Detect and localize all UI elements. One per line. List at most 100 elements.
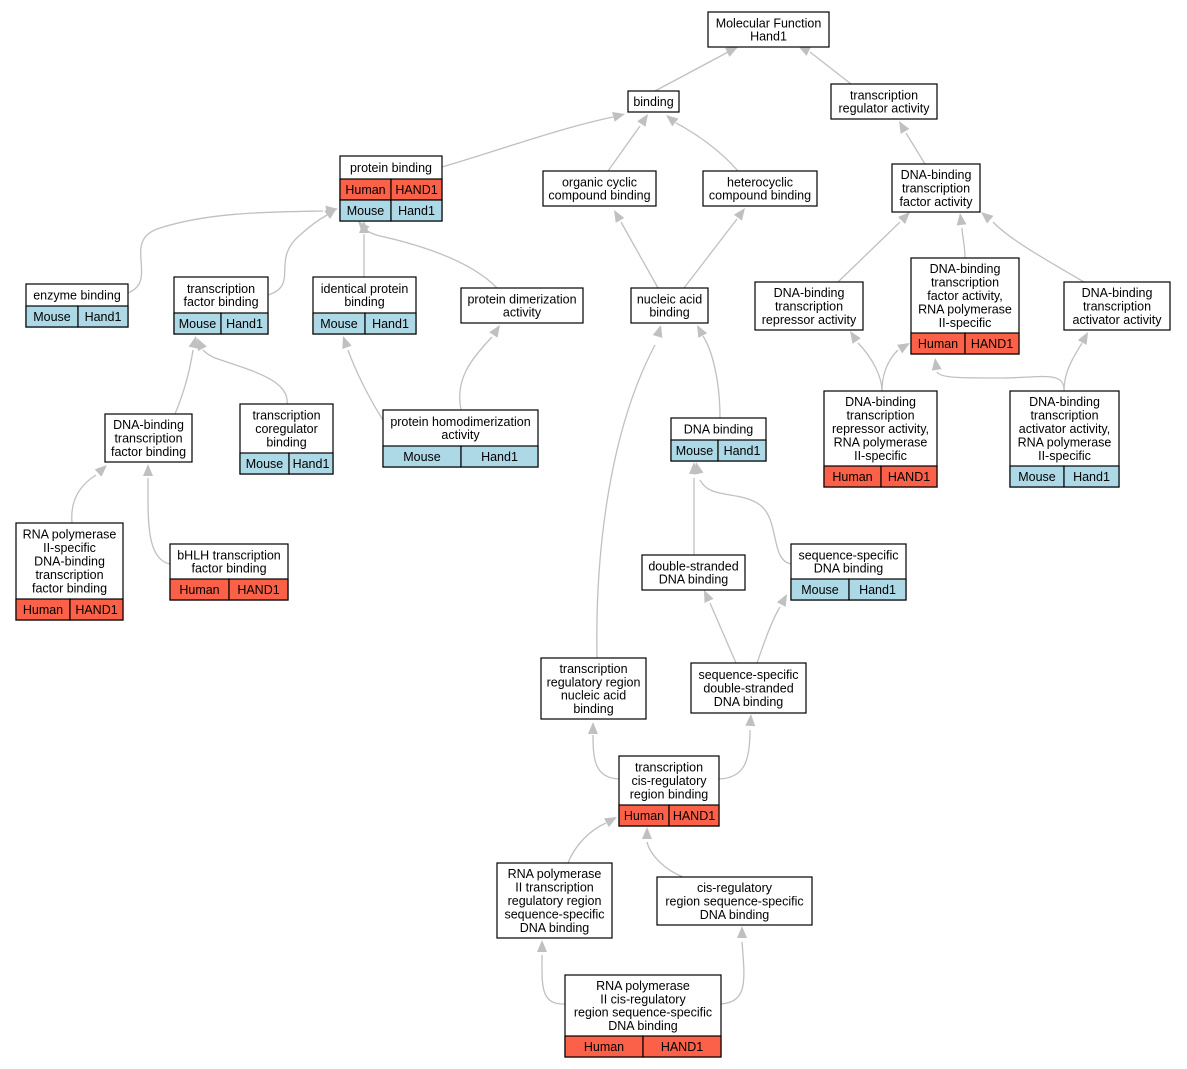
edge-tra-mf (798, 46, 852, 85)
node-label-line: double-stranded (648, 559, 738, 573)
node-label-line: DNA binding (659, 573, 729, 587)
gene-label: HAND1 (395, 183, 437, 197)
node-label-line: nucleic acid (561, 689, 626, 703)
gene-label: HAND1 (237, 583, 279, 597)
arrowhead (188, 336, 199, 349)
edge-line (174, 349, 194, 415)
arrowhead (897, 343, 910, 354)
gene-cell (288, 452, 334, 475)
node-label-line: II-specific (1038, 449, 1091, 463)
node-box (627, 90, 680, 113)
node-label-line: regulator activity (838, 102, 930, 116)
node-label-line: cis-regulatory (697, 881, 773, 895)
edge-line (702, 335, 721, 419)
species-label: Human (584, 1040, 624, 1054)
edge-line (709, 602, 737, 664)
node-label-line: II-specific (43, 541, 96, 555)
node-label-line: transcription (931, 276, 999, 290)
edge-line (267, 214, 328, 296)
arrowhead (850, 331, 861, 344)
node-label-line: protein homodimerization (390, 415, 530, 429)
node-label-line: region sequence-specific (665, 895, 803, 909)
edge-rnap-dbtfb (71, 465, 107, 524)
node-label-line: II-specific (854, 449, 907, 463)
node-label-line: DNA-binding (34, 555, 105, 569)
node-label-line: binding (633, 95, 673, 109)
edge-line (607, 125, 641, 172)
edge-line (347, 349, 384, 421)
node-label-line: transcription (846, 409, 914, 423)
node-box (891, 163, 981, 213)
arrowhead (776, 594, 787, 607)
go-term-node-rnap[interactable]: RNA polymeraseII-specificDNA-bindingtran… (15, 522, 124, 621)
edge-line (592, 734, 620, 780)
edge-line (857, 342, 883, 392)
node-label-line: binding (266, 435, 306, 449)
edge-line (718, 729, 751, 780)
species-label: Mouse (33, 310, 71, 324)
gene-cell (460, 445, 539, 468)
arrowhead (342, 336, 352, 349)
edge-phda-ipb (342, 336, 384, 421)
edge-dnab-nab (697, 325, 721, 419)
edge-line (541, 954, 566, 1005)
gene-cell (848, 578, 907, 601)
node-box (830, 83, 938, 120)
edge-rnap2c-crss (720, 926, 747, 1005)
node-label-line: Hand1 (750, 30, 787, 44)
node-label-line: factor activity, (927, 289, 1002, 303)
node-label-line: transcription (252, 409, 320, 423)
arrowhead (956, 213, 967, 226)
edge-dbtra2-dbtra (850, 331, 883, 392)
gene-label: HAND1 (673, 809, 715, 823)
species-label: Human (345, 183, 385, 197)
edge-line (71, 474, 97, 524)
node-label-line: DNA-binding (1082, 286, 1153, 300)
go-term-node-binding[interactable]: binding (627, 90, 680, 113)
species-label: Human (832, 470, 872, 484)
node-label-line: heterocyclic (727, 175, 793, 189)
gene-cell (390, 199, 443, 222)
species-label: Mouse (320, 317, 358, 331)
species-label: Human (23, 603, 63, 617)
node-box (641, 554, 746, 591)
node-label-line: transcription (1030, 409, 1098, 423)
node-label-line: transcription (114, 432, 182, 446)
gene-cell (220, 312, 269, 335)
node-box (754, 281, 864, 331)
edge-tfb-pb (267, 208, 337, 296)
gene-label: Hand1 (859, 583, 896, 597)
arrowhead (737, 926, 747, 938)
edge-ssdsdb-ssdb (756, 594, 787, 664)
